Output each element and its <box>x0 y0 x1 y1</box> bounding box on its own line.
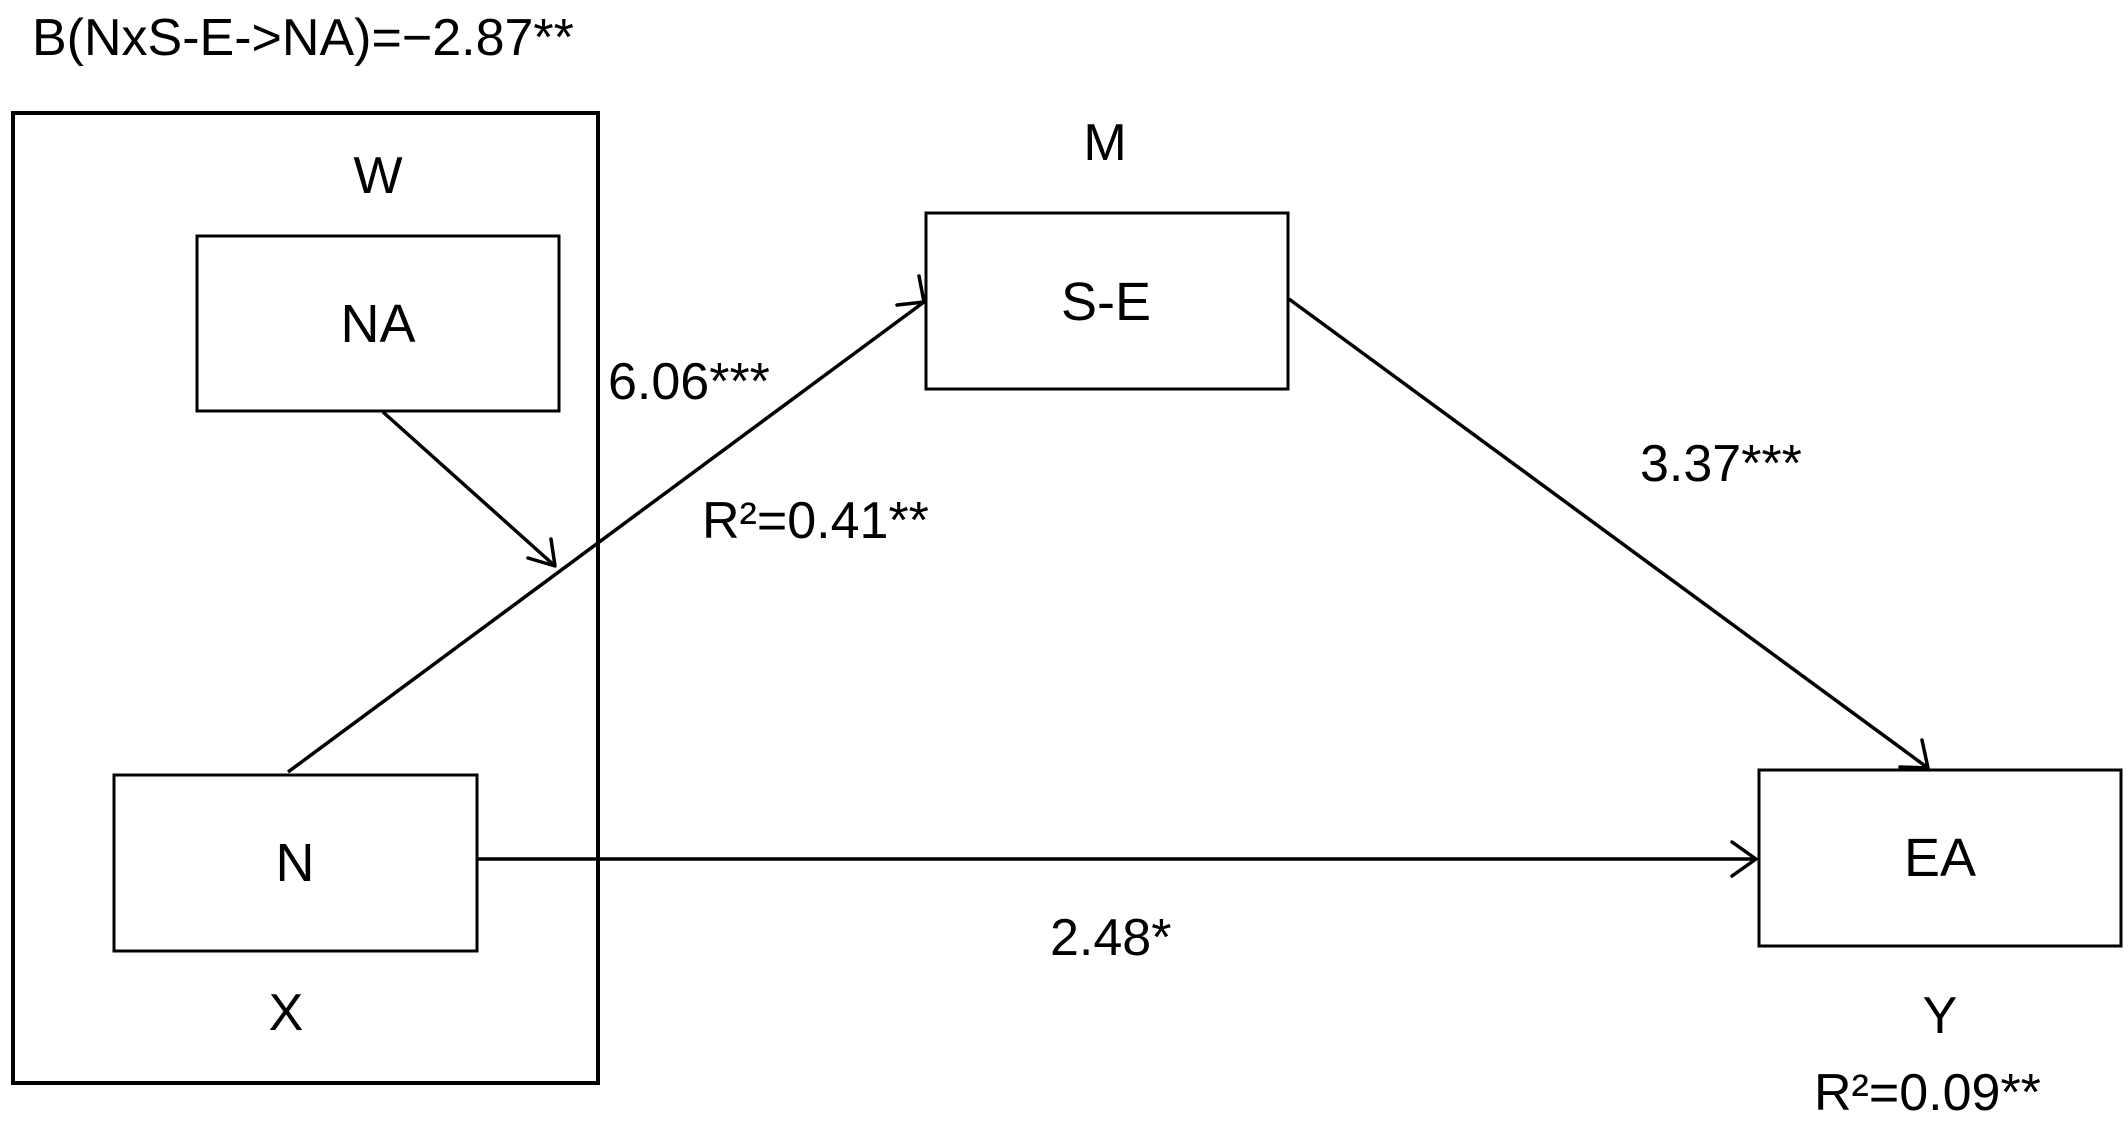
mediator-role-label: M <box>1083 114 1126 172</box>
outcome-role-label: Y <box>1923 987 1958 1045</box>
mediator-r2-label: R²=0.41** <box>702 492 929 550</box>
b-path-line <box>1287 297 1930 770</box>
moderator-box <box>195 234 561 413</box>
mediator-box <box>924 211 1290 391</box>
mediator-label: S-E <box>1061 272 1151 332</box>
moderation-frame <box>11 111 600 1085</box>
moderator-role-label: W <box>353 147 402 205</box>
a-path-line <box>286 300 926 774</box>
predictor-label: N <box>276 833 315 893</box>
c-prime-path-coefficient: 2.48* <box>1050 909 1171 967</box>
predictor-box <box>112 773 479 953</box>
moderation-path-arrowhead <box>526 537 557 568</box>
b-path-arrowhead <box>1898 738 1930 770</box>
c-prime-path-arrowhead <box>1730 840 1758 878</box>
a-path-coefficient: 6.06*** <box>608 353 770 411</box>
b-path-coefficient: 3.37*** <box>1640 435 1802 493</box>
moderator-label: NA <box>340 294 415 354</box>
outcome-box <box>1757 768 2123 948</box>
predictor-role-label: X <box>269 984 304 1042</box>
outcome-r2-label: R²=0.09** <box>1814 1064 2041 1122</box>
outcome-label: EA <box>1904 828 1976 888</box>
moderation-path-line <box>381 410 557 568</box>
interaction-effect-label: B(NxS-E->NA)=−2.87** <box>32 9 574 67</box>
a-path-arrowhead <box>895 274 926 307</box>
